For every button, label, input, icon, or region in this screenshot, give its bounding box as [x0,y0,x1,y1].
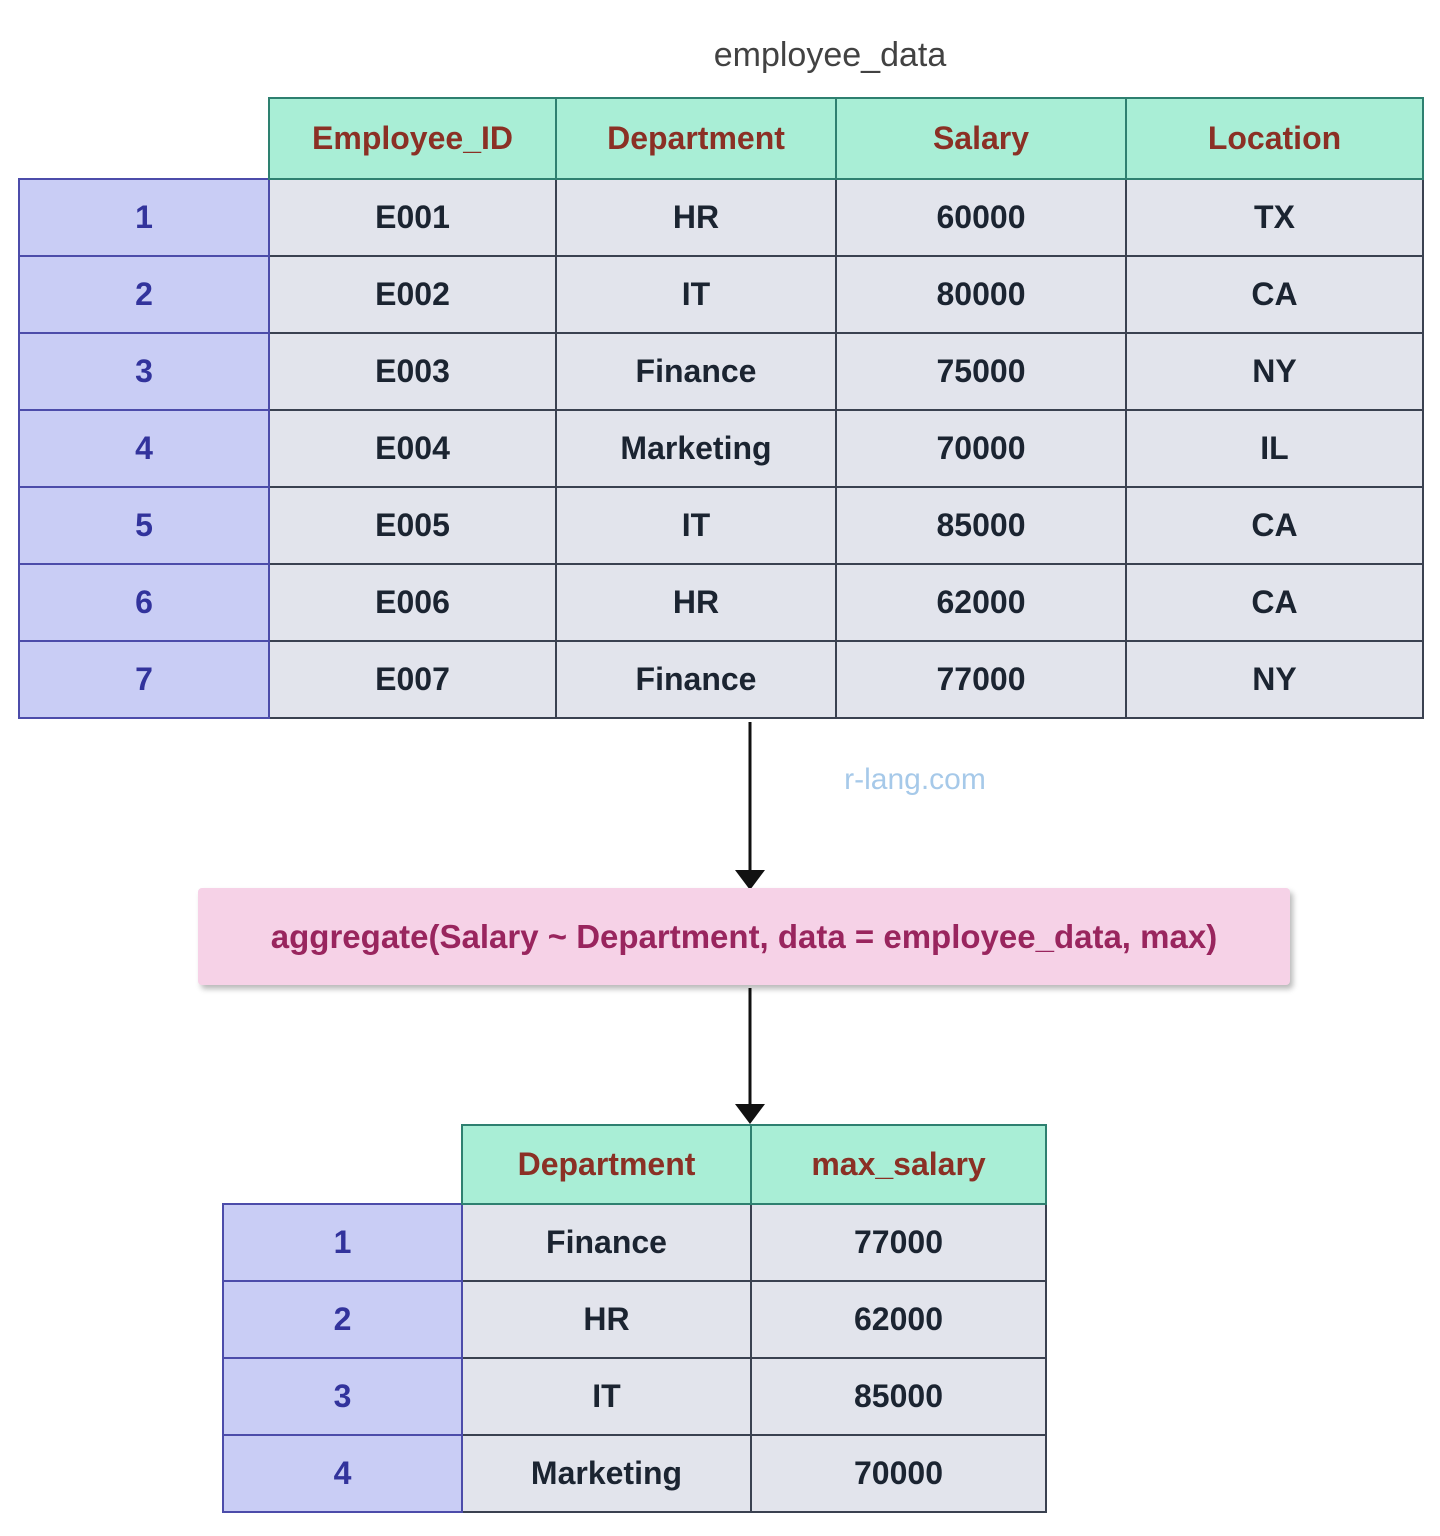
table-row: 4 Marketing 70000 [222,1434,1047,1513]
down-arrow-bottom-icon [735,988,765,1124]
row-number-cell: 1 [222,1203,463,1282]
source-table-title: employee_data [713,36,947,74]
data-cell: E005 [268,486,557,565]
row-number-cell: 5 [18,486,270,565]
table-row: 7 E007 Finance 77000 NY [18,640,1424,719]
data-cell: E001 [268,178,557,257]
data-cell: Finance [555,640,837,719]
data-cell: 77000 [750,1203,1047,1282]
data-cell: CA [1125,563,1424,642]
data-cell: 70000 [835,409,1127,488]
aggregate-operation-box: aggregate(Salary ~ Department, data = em… [198,888,1290,985]
column-header-salary: Salary [835,97,1127,180]
data-cell: HR [555,563,837,642]
data-cell: Marketing [461,1434,752,1513]
table-row: 5 E005 IT 85000 CA [18,486,1424,565]
row-number-cell: 6 [18,563,270,642]
data-cell: HR [555,178,837,257]
data-cell: 70000 [750,1434,1047,1513]
data-cell: NY [1125,640,1424,719]
data-cell: 85000 [835,486,1127,565]
data-cell: IT [555,486,837,565]
down-arrow-top-icon [735,722,765,890]
data-cell: IT [461,1357,752,1436]
data-cell: Finance [461,1203,752,1282]
data-cell: CA [1125,486,1424,565]
aggregate-code-text: aggregate(Salary ~ Department, data = em… [270,917,1218,955]
column-header-max-salary: max_salary [750,1124,1047,1205]
data-cell: E003 [268,332,557,411]
table-row: 6 E006 HR 62000 CA [18,563,1424,642]
data-cell: Marketing [555,409,837,488]
column-header-employee-id: Employee_ID [268,97,557,180]
row-number-cell: 4 [18,409,270,488]
header-row: Department max_salary [223,1124,1047,1205]
row-number-cell: 4 [222,1434,463,1513]
column-header-department: Department [461,1124,752,1205]
data-cell: E004 [268,409,557,488]
row-number-cell: 3 [18,332,270,411]
data-cell: 75000 [835,332,1127,411]
data-cell: 60000 [835,178,1127,257]
table-row: 1 Finance 77000 [222,1203,1047,1282]
table-row: 2 E002 IT 80000 CA [18,255,1424,334]
data-cell: Finance [555,332,837,411]
table-row: 4 E004 Marketing 70000 IL [18,409,1424,488]
row-number-cell: 2 [222,1280,463,1359]
watermark: r-lang.com [844,763,986,796]
data-cell: E006 [268,563,557,642]
corner-cell [223,1125,462,1204]
data-cell: 80000 [835,255,1127,334]
data-cell: CA [1125,255,1424,334]
data-cell: IT [555,255,837,334]
header-row: Employee_ID Department Salary Location [19,97,1424,180]
table-row: 1 E001 HR 60000 TX [18,178,1424,257]
data-cell: TX [1125,178,1424,257]
employee-data-table: Employee_ID Department Salary Location 1… [18,97,1424,719]
row-number-cell: 3 [222,1357,463,1436]
row-number-cell: 1 [18,178,270,257]
data-cell: 62000 [750,1280,1047,1359]
data-cell: HR [461,1280,752,1359]
data-cell: 62000 [835,563,1127,642]
result-table: Department max_salary 1 Finance 77000 2 … [222,1124,1047,1513]
table-row: 3 E003 Finance 75000 NY [18,332,1424,411]
table-row: 3 IT 85000 [222,1357,1047,1436]
data-cell: NY [1125,332,1424,411]
data-cell: 77000 [835,640,1127,719]
data-cell: E002 [268,255,557,334]
column-header-location: Location [1125,97,1424,180]
table-row: 2 HR 62000 [222,1280,1047,1359]
data-cell: E007 [268,640,557,719]
data-cell: 85000 [750,1357,1047,1436]
row-number-cell: 7 [18,640,270,719]
data-cell: IL [1125,409,1424,488]
row-number-cell: 2 [18,255,270,334]
corner-cell [19,98,269,179]
column-header-department: Department [555,97,837,180]
